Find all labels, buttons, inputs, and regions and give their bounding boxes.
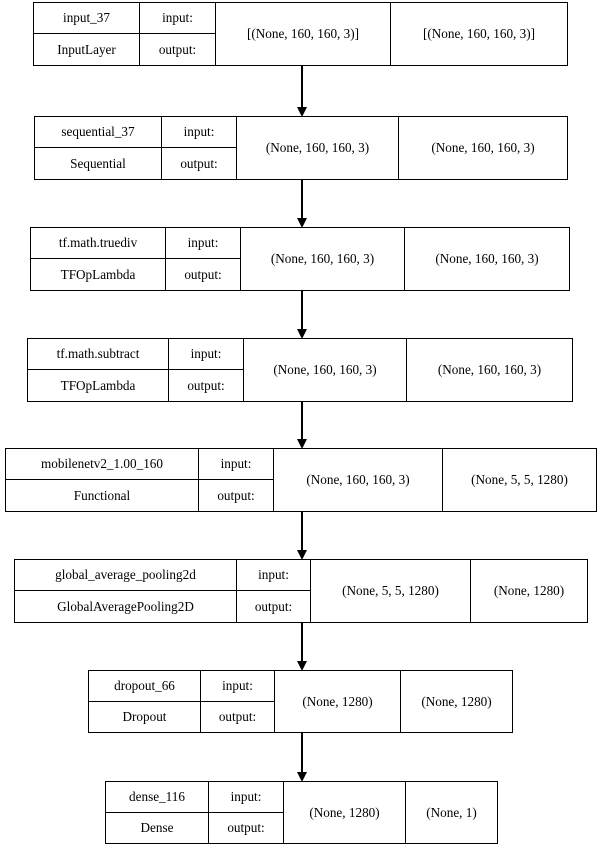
layer-name: tf.math.subtract — [28, 339, 168, 370]
edge-line-tf.math.subtract-to-mobilenetv2_1.00_160 — [301, 402, 303, 440]
input-label: input: — [162, 117, 236, 148]
io-label-column: input: output: — [140, 3, 216, 65]
output-shape-value: (None, 160, 160, 3) — [437, 362, 542, 377]
layer-class-name: Dropout — [122, 709, 167, 725]
output-shape-value: (None, 1) — [426, 804, 477, 820]
layer-class-name: Sequential — [70, 155, 126, 171]
output-label: output: — [218, 709, 257, 725]
io-label-column: input: output: — [169, 339, 244, 401]
input-shape-value: (None, 1280) — [275, 671, 401, 732]
input-shape-value: (None, 5, 5, 1280) — [311, 560, 471, 622]
io-label-column: input: output: — [237, 560, 311, 622]
layer-name: mobilenetv2_1.00_160 — [6, 449, 198, 480]
input-shape-value: (None, 160, 160, 3) — [274, 449, 443, 511]
edge-line-dropout_66-to-dense_116 — [301, 733, 303, 773]
arrowhead-icon — [296, 772, 307, 782]
arrowhead-icon — [296, 107, 307, 117]
layer-class-name: TFOpLambda — [60, 377, 136, 393]
arrowhead-icon — [296, 439, 307, 449]
input-shape-value: (None, 160, 160, 3) — [241, 228, 405, 290]
layer-name: dropout_66 — [89, 671, 200, 702]
io-label-column: input: output: — [166, 228, 241, 290]
edge-line-global_average_pooling2d-to-dropout_66 — [301, 623, 303, 662]
io-label-column: input: output: — [162, 117, 237, 179]
input-label: input: — [169, 339, 243, 370]
input-shape-value: (None, 160, 160, 3) — [237, 117, 399, 179]
arrowhead-icon — [296, 661, 307, 671]
output-label: output: — [158, 41, 197, 57]
edge-line-mobilenetv2_1.00_160-to-global_average_pooling2d — [301, 512, 303, 551]
output-label: output: — [254, 598, 293, 614]
layer-class-name: GlobalAveragePooling2D — [57, 598, 194, 614]
io-label-column: input: output: — [199, 449, 274, 511]
input-shape-value: (None, 160, 160, 3) — [244, 339, 407, 401]
output-label: output: — [217, 487, 255, 503]
layer-name: global_average_pooling2d — [15, 560, 236, 591]
input-label: input: — [199, 449, 273, 480]
edge-line-tf.math.truediv-to-tf.math.subtract — [301, 291, 303, 330]
arrowhead-icon — [296, 550, 307, 560]
output-shape-value: (None, 1280) — [493, 583, 565, 598]
layer-class-name: InputLayer — [57, 41, 116, 57]
edge-line-sequential_37-to-tf.math.truediv — [301, 180, 303, 219]
layer-name: tf.math.truediv — [31, 228, 165, 259]
input-label: input: — [237, 560, 310, 591]
output-label: output: — [184, 266, 222, 282]
output-label: output: — [227, 820, 265, 836]
output-label: output: — [180, 155, 218, 171]
layer-class-name: Functional — [73, 487, 131, 503]
input-label: input: — [209, 782, 283, 813]
arrowhead-icon — [296, 218, 307, 228]
input-label: input: — [140, 3, 215, 34]
output-label: output: — [187, 377, 225, 393]
input-shape-value: (None, 1280) — [284, 782, 406, 843]
input-label: input: — [201, 671, 274, 702]
edge-line-input_37-to-sequential_37 — [301, 66, 303, 108]
layer-class-name: TFOpLambda — [60, 266, 136, 282]
io-label-column: input: output: — [209, 782, 284, 843]
output-shape-value: (None, 1280) — [421, 693, 492, 709]
output-shape-value: (None, 160, 160, 3) — [431, 140, 535, 155]
output-shape-value: [(None, 160, 160, 3)] — [422, 26, 536, 41]
layer-name: dense_116 — [106, 782, 208, 813]
layer-class-name: Dense — [140, 820, 174, 836]
output-shape-value: (None, 160, 160, 3) — [435, 251, 539, 266]
output-shape-value: (None, 5, 5, 1280) — [471, 472, 568, 487]
arrowhead-icon — [296, 329, 307, 339]
layer-name: sequential_37 — [35, 117, 161, 148]
io-label-column: input: output: — [201, 671, 275, 732]
layer-name: input_37 — [34, 3, 139, 34]
input-shape-value: [(None, 160, 160, 3)] — [216, 3, 391, 65]
input-label: input: — [166, 228, 240, 259]
